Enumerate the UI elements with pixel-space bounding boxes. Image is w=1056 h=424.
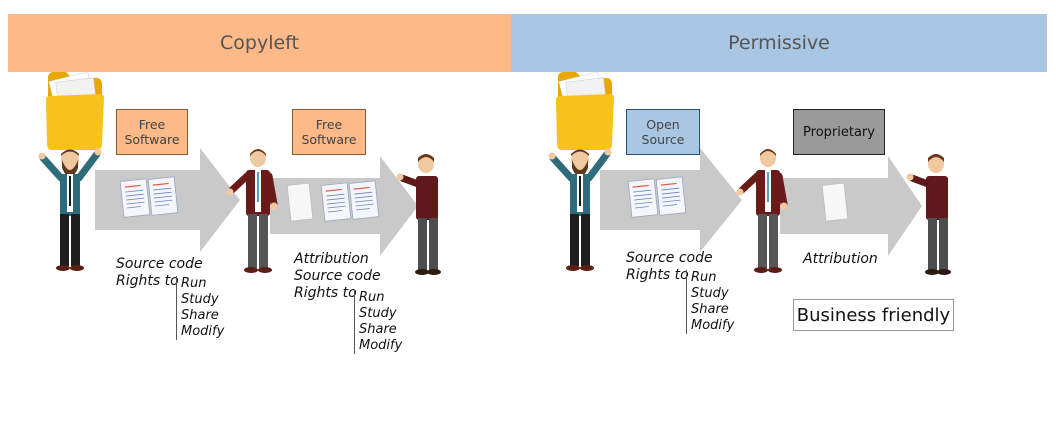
copyleft-flow1-text: Source code Rights to	[116, 256, 203, 290]
right-item: Share	[691, 302, 729, 317]
permissive-header: Permissive	[511, 14, 1047, 72]
copyleft-flow2-rights: Run Study Share Modify	[354, 290, 402, 354]
document-icon	[821, 182, 849, 222]
box-line: Software	[124, 132, 180, 147]
person-icon	[39, 149, 102, 272]
box-line: Free	[315, 117, 343, 132]
box-line: Open	[646, 117, 680, 132]
folder-icon	[555, 71, 615, 151]
flow-line: Source code	[626, 250, 713, 266]
arrow-permissive-2	[780, 156, 922, 256]
permissive-flow1-rights: Run Study Share Modify	[686, 270, 734, 334]
proprietary-box: Proprietary	[793, 109, 885, 155]
flow-line: Source code	[294, 268, 381, 284]
person-icon	[737, 149, 788, 273]
flow-line: Rights to	[116, 273, 179, 289]
copyleft-flow2-text: Attribution Source code Rights to	[294, 251, 381, 302]
right-item: Share	[359, 322, 397, 337]
box-line: Source	[641, 132, 685, 147]
flow-line: Attribution	[803, 251, 878, 267]
flow-line: Attribution	[294, 251, 369, 267]
business-friendly-label: Business friendly	[793, 299, 954, 331]
right-item: Run	[691, 270, 717, 285]
right-item: Study	[181, 292, 219, 307]
right-item: Study	[691, 286, 729, 301]
permissive-title: Permissive	[728, 32, 830, 54]
right-item: Modify	[181, 324, 225, 339]
document-icon	[286, 182, 314, 222]
folder-icon	[45, 71, 105, 151]
box-line: Software	[301, 132, 357, 147]
right-item: Run	[181, 276, 207, 291]
copyleft-title: Copyleft	[220, 32, 299, 54]
right-item: Run	[359, 290, 385, 305]
business-friendly-text: Business friendly	[796, 304, 951, 326]
right-item: Study	[359, 306, 397, 321]
box-line: Proprietary	[803, 124, 875, 140]
right-item: Modify	[359, 338, 403, 353]
person-icon	[227, 149, 278, 273]
copyleft-header: Copyleft	[8, 14, 511, 72]
right-item: Share	[181, 308, 219, 323]
flow-line: Source code	[116, 256, 203, 272]
box-line: Free	[138, 117, 166, 132]
copyleft-flow1-rights: Run Study Share Modify	[176, 276, 224, 340]
right-item: Modify	[691, 318, 735, 333]
flow-line: Rights to	[626, 267, 689, 283]
permissive-flow1-text: Source code Rights to	[626, 250, 713, 284]
flow-line: Rights to	[294, 285, 357, 301]
permissive-flow2-text: Attribution	[803, 251, 878, 268]
